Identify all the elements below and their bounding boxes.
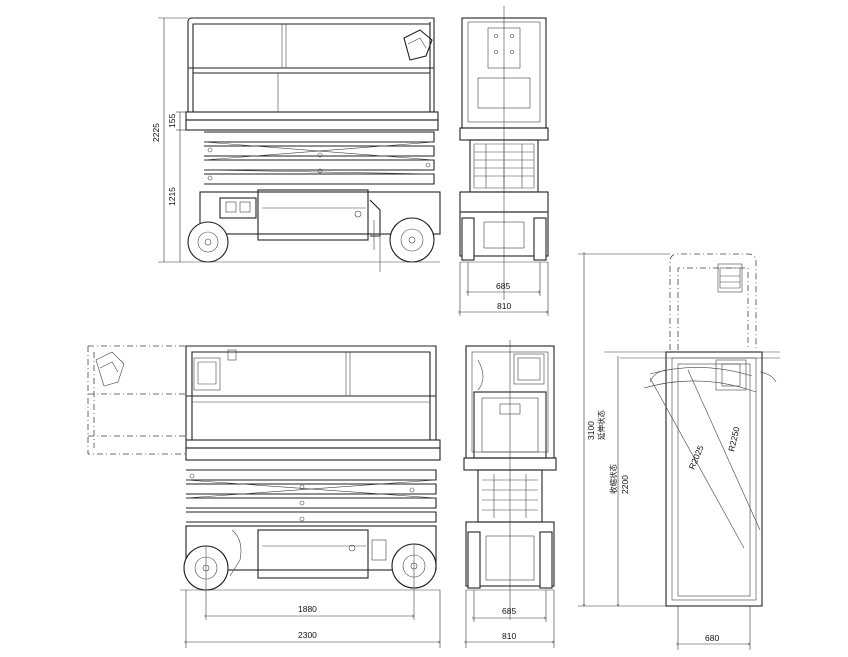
side-view-extended-dimensions: 1880 2300	[186, 590, 440, 648]
dim-810-bottom: 810	[502, 631, 516, 641]
dim-r2025: R2025	[687, 444, 706, 471]
left-wheel-end-extended	[467, 531, 481, 589]
dim-1215: 1215	[167, 187, 177, 206]
right-wheel-end-extended	[539, 531, 553, 589]
dim-685-top: 685	[496, 281, 510, 291]
end-view-stowed	[459, 6, 549, 300]
dim-810-top: 810	[497, 301, 511, 311]
top-view-dimensions: 3100 延伸状态 2200 收缩状态 R2250 R2025 680	[578, 254, 750, 650]
dim-680: 680	[705, 633, 719, 643]
dim-1880: 1880	[298, 604, 317, 614]
rear-wheel-side	[187, 221, 229, 263]
side-view-extended	[87, 345, 441, 620]
dim-2300: 2300	[298, 630, 317, 640]
dim-155: 155	[167, 114, 177, 128]
end-view-extended-dimensions: 685 810	[466, 590, 554, 648]
dim-2225: 2225	[151, 123, 161, 142]
dim-r2250: R2250	[726, 426, 741, 453]
side-view-dimensions: 2225 155 1215	[151, 17, 188, 263]
dim-2200-note: 收缩状态	[608, 464, 618, 494]
left-wheel-end	[461, 217, 475, 261]
top-view	[604, 253, 780, 607]
dim-3100: 3100	[586, 421, 596, 440]
right-wheel-end	[533, 217, 547, 261]
end-view-dimensions: 685 810	[460, 262, 548, 316]
dim-685-bottom: 685	[502, 606, 516, 616]
dim-3100-note: 延伸状态	[596, 410, 606, 440]
front-wheel-side	[389, 217, 435, 263]
end-view-extended	[463, 340, 557, 620]
dim-2200: 2200	[620, 475, 630, 494]
side-view-stowed	[180, 17, 441, 272]
